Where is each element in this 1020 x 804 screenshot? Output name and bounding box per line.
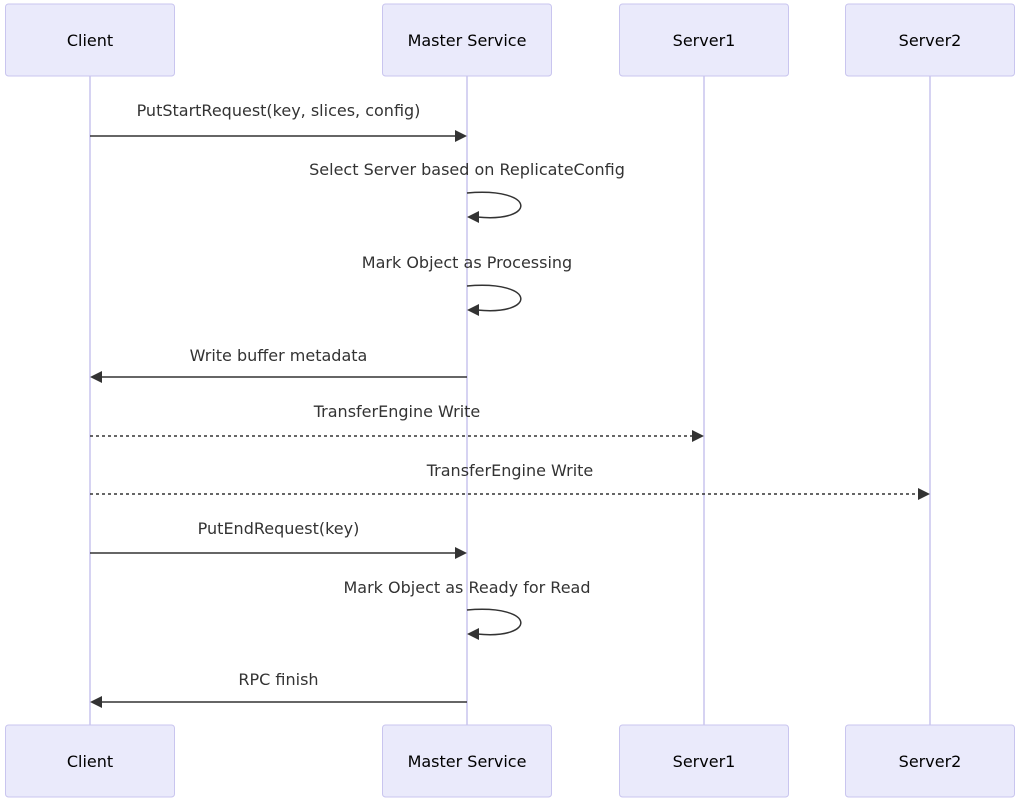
arrow-head xyxy=(692,430,704,442)
lifelines xyxy=(89,76,931,725)
message-label: TransferEngine Write xyxy=(313,402,481,421)
actor-box xyxy=(5,724,175,798)
actor-label: Server2 xyxy=(899,31,962,50)
message: Write buffer metadata xyxy=(90,346,467,383)
message: PutEndRequest(key) xyxy=(90,519,467,559)
arrow-head xyxy=(90,371,102,383)
actor-server1-top: Server1 xyxy=(619,3,789,77)
arrow-head xyxy=(467,304,479,316)
message-label: PutStartRequest(key, slices, config) xyxy=(137,101,421,120)
actor-label: Server1 xyxy=(673,31,736,50)
self-loop-line xyxy=(466,284,522,312)
message: Select Server based on ReplicateConfig xyxy=(309,160,625,223)
actor-client-top: Client xyxy=(5,3,175,77)
message-label: TransferEngine Write xyxy=(426,461,594,480)
message: TransferEngine Write xyxy=(90,402,704,442)
actor-box xyxy=(382,724,552,798)
actor-box xyxy=(382,3,552,77)
message-label: RPC finish xyxy=(238,670,318,689)
arrow-head xyxy=(90,696,102,708)
arrow-head xyxy=(467,628,479,640)
actor-box xyxy=(619,3,789,77)
message-label: Select Server based on ReplicateConfig xyxy=(309,160,625,179)
message-label: Mark Object as Processing xyxy=(362,253,572,272)
actor-master-bottom: Master Service xyxy=(382,724,552,798)
actor-server2-top: Server2 xyxy=(845,3,1015,77)
message: Mark Object as Ready for Read xyxy=(343,578,591,640)
arrow-head xyxy=(918,488,930,500)
message-label: Write buffer metadata xyxy=(190,346,368,365)
messages: PutStartRequest(key, slices, config) Sele… xyxy=(90,101,930,708)
arrow-head xyxy=(467,211,479,223)
actor-label: Master Service xyxy=(408,752,527,771)
actor-label: Client xyxy=(67,31,113,50)
message-label: PutEndRequest(key) xyxy=(198,519,360,538)
actor-server1-bottom: Server1 xyxy=(619,724,789,798)
message: RPC finish xyxy=(90,670,467,708)
message-label: Mark Object as Ready for Read xyxy=(343,578,590,597)
actor-label: Master Service xyxy=(408,31,527,50)
arrow-head xyxy=(455,130,467,142)
actor-server2-bottom: Server2 xyxy=(845,724,1015,798)
actor-client-bottom: Client xyxy=(5,724,175,798)
actor-label: Server1 xyxy=(673,752,736,771)
actor-box xyxy=(5,3,175,77)
arrow-head xyxy=(455,547,467,559)
actor-box xyxy=(845,724,1015,798)
message: Mark Object as Processing xyxy=(362,253,572,316)
actor-label: Client xyxy=(67,752,113,771)
message: TransferEngine Write xyxy=(90,461,930,500)
self-loop-line xyxy=(466,191,522,219)
actor-box xyxy=(845,3,1015,77)
message: PutStartRequest(key, slices, config) xyxy=(90,101,467,142)
actor-label: Server2 xyxy=(899,752,962,771)
self-loop-line xyxy=(466,608,522,636)
actor-box xyxy=(619,724,789,798)
actor-master-top: Master Service xyxy=(382,3,552,77)
